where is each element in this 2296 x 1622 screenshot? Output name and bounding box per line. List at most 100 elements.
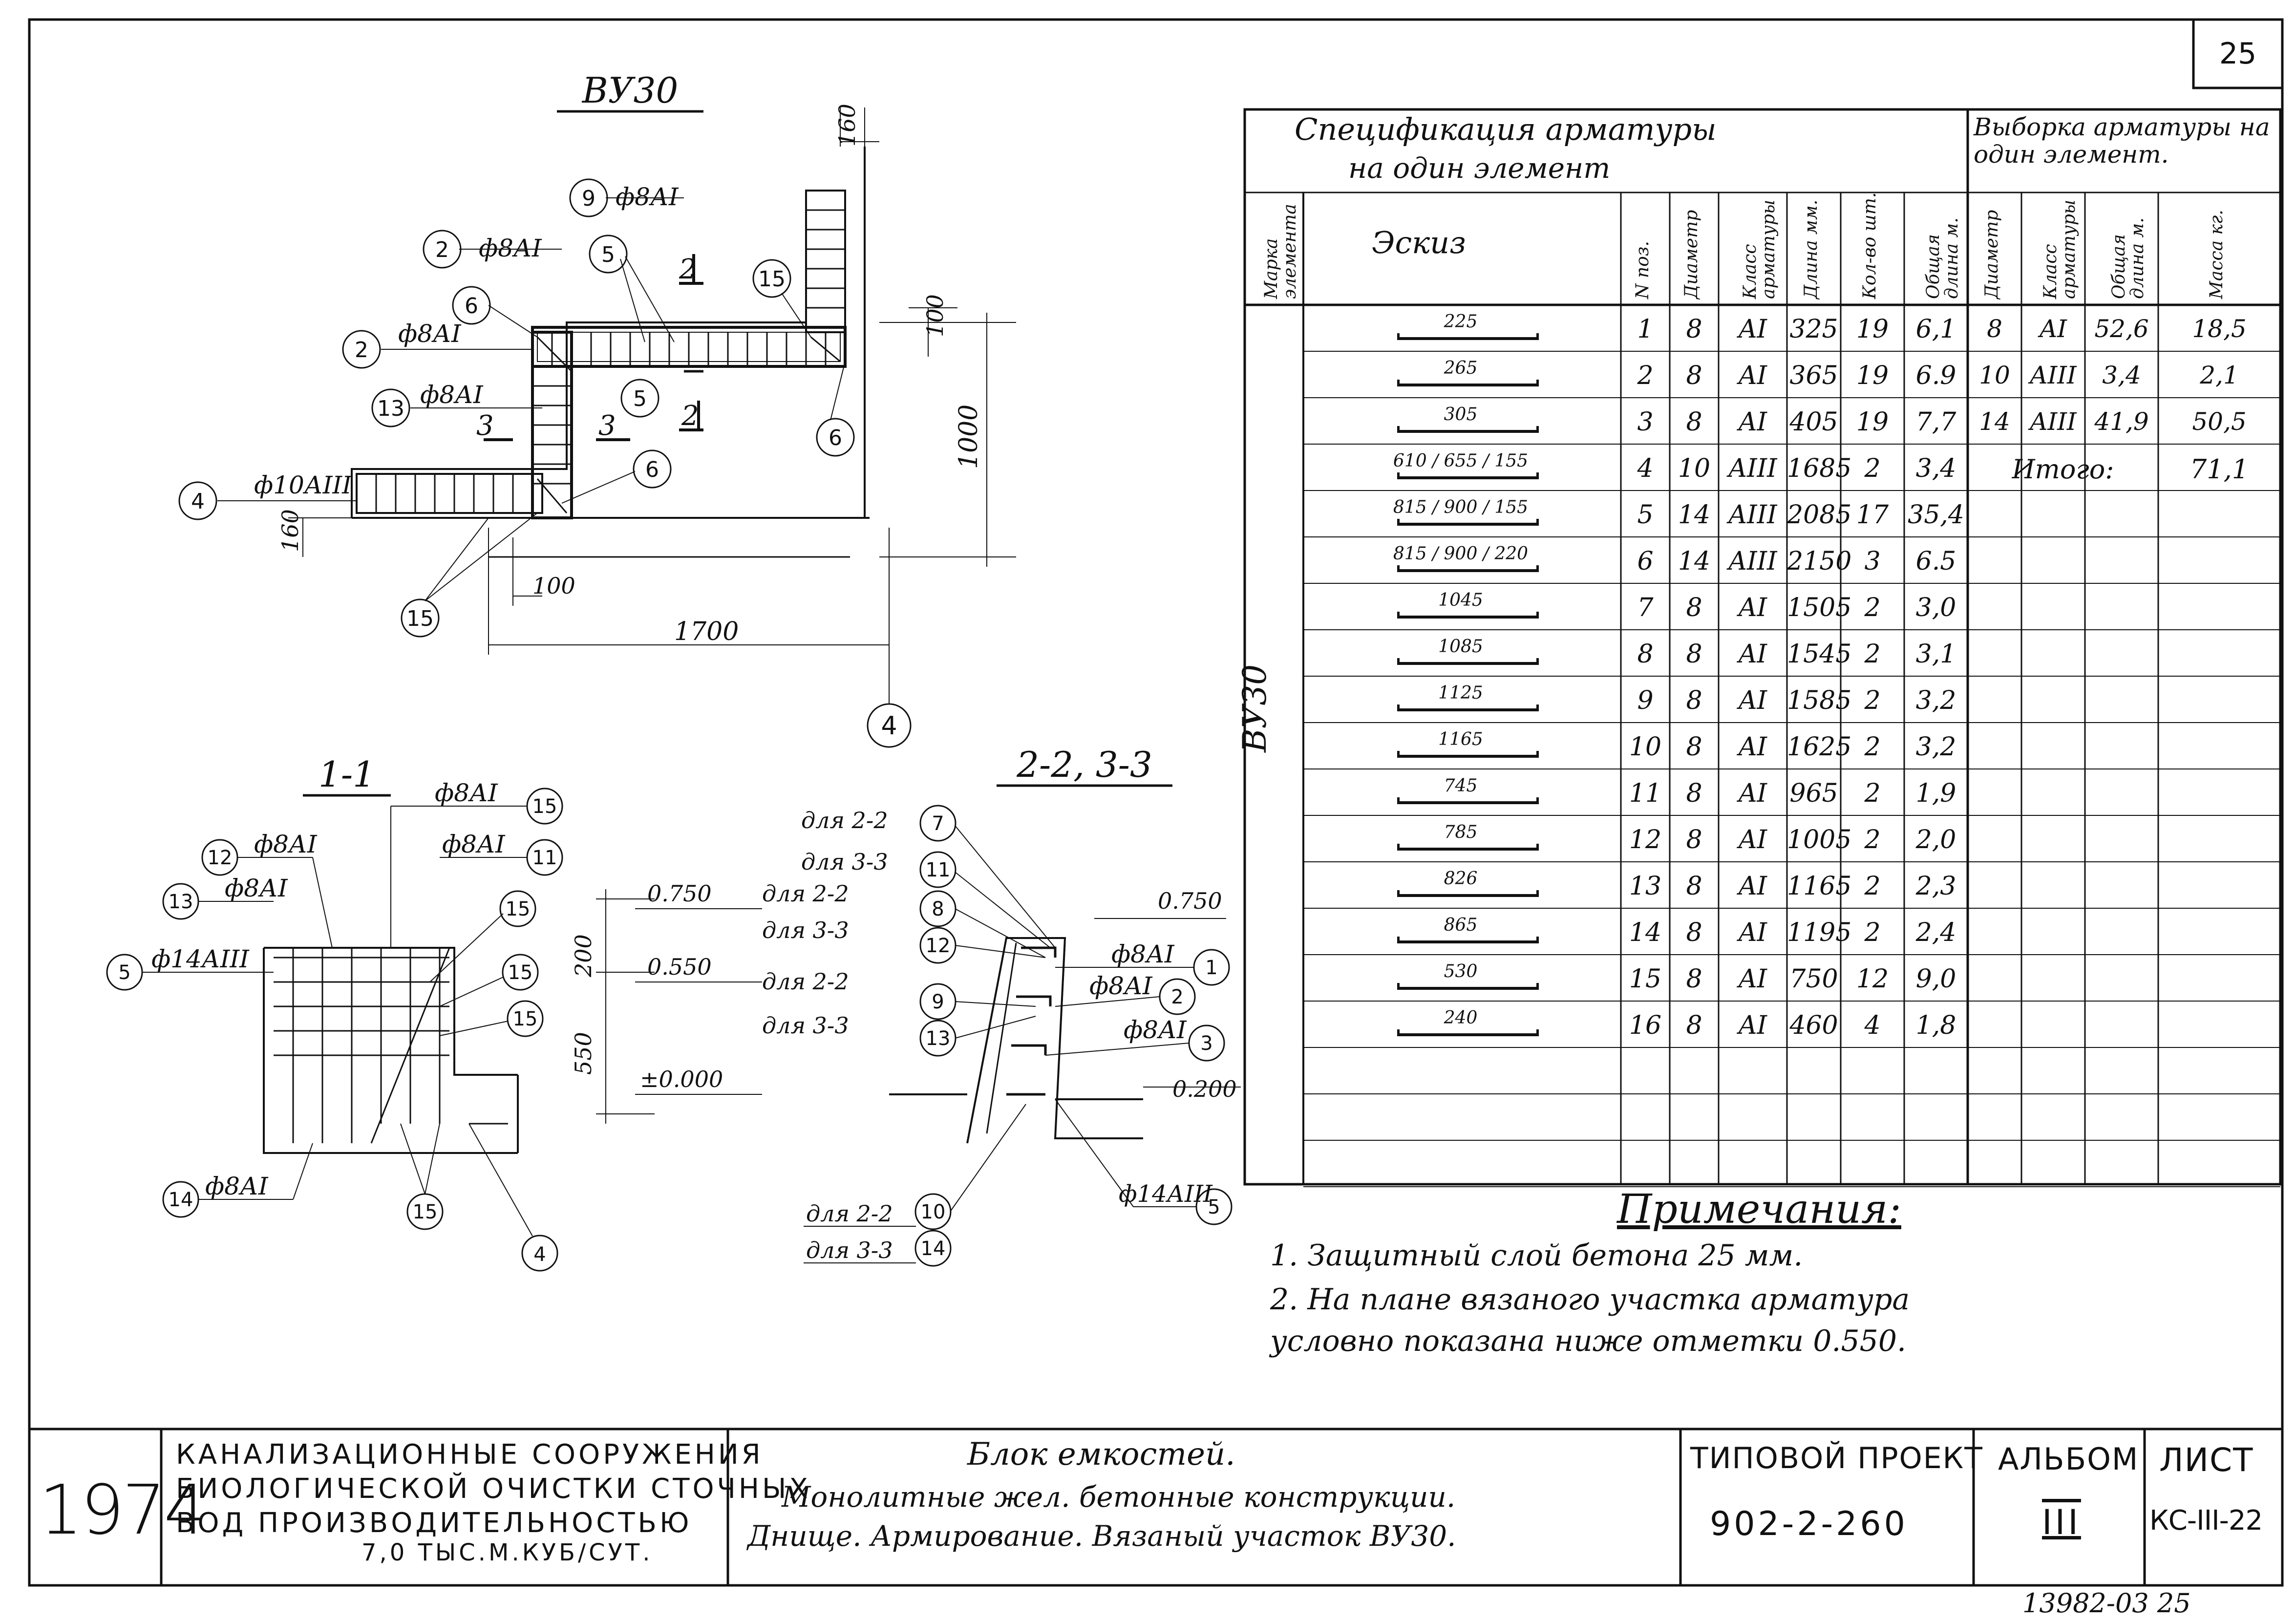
dim-160-left: 160 <box>277 509 303 552</box>
dim-550: 550 <box>570 1032 596 1075</box>
sel-cell-d: 14 <box>1979 407 2010 436</box>
elev-0750-b: 0.750 <box>1158 888 1222 914</box>
cell-len: 1005 <box>1787 825 1852 854</box>
bar-label-f8AI-d: ф8АI <box>420 381 484 409</box>
org-line3: ВОД ПРОИЗВОДИТЕЛЬНОСТЬЮ <box>176 1507 692 1539</box>
cell-d: 8 <box>1686 315 1702 344</box>
svg-text:9: 9 <box>932 991 944 1013</box>
bar-label-f8AI-b: ф8АI <box>616 183 679 211</box>
sheet-label: ЛИСТ <box>2159 1441 2254 1479</box>
cell-len: 750 <box>1789 964 1838 994</box>
cell-qty: 19 <box>1856 315 1889 344</box>
sheet-number: 25 <box>2219 37 2256 71</box>
spec-title-line2: на один элемент <box>1348 151 1611 185</box>
title-year: 1974 <box>39 1471 207 1550</box>
project-number: 902-2-260 <box>1710 1505 1908 1543</box>
total-label: Итого: <box>2012 454 2114 485</box>
rebar-sketch <box>1397 472 1539 479</box>
sketch-dimension: 1165 <box>1438 729 1483 749</box>
cell-pos: 10 <box>1629 732 1662 762</box>
cell-qty: 2 <box>1864 779 1881 808</box>
cell-pos: 8 <box>1637 640 1654 669</box>
cell-cls: AI <box>1738 825 1767 854</box>
svg-text:5: 5 <box>1208 1196 1220 1218</box>
cell-pos: 6 <box>1637 547 1654 576</box>
cell-pos: 14 <box>1629 918 1662 947</box>
cell-cls: AI <box>1738 964 1767 994</box>
cell-len: 405 <box>1789 407 1838 437</box>
rebar-sketch <box>1397 658 1539 665</box>
total-value: 71,1 <box>2190 454 2249 485</box>
spec-title-line1: Спецификация арматуры <box>1295 111 1717 147</box>
sheet-code: КС-III-22 <box>2149 1505 2263 1537</box>
footer-code: 13982-03 25 <box>2022 1588 2191 1619</box>
cell-d: 8 <box>1686 825 1702 854</box>
svg-text:15: 15 <box>508 961 533 984</box>
note-2b: условно показана ниже отметки 0.550. <box>1270 1324 1907 1358</box>
svg-text:11: 11 <box>532 847 557 869</box>
cell-d: 8 <box>1686 872 1702 901</box>
sheet-number-box <box>2192 18 2284 89</box>
svg-text:15: 15 <box>406 606 434 631</box>
svg-text:5: 5 <box>633 386 647 411</box>
cell-qty: 12 <box>1856 964 1889 994</box>
sketch-dimension: 815 / 900 / 220 <box>1393 544 1529 564</box>
cell-qty: 2 <box>1864 825 1881 854</box>
rebar-sketch <box>1397 704 1539 711</box>
svg-text:4: 4 <box>191 489 205 514</box>
cell-d: 8 <box>1686 918 1702 947</box>
cell-total: 1,9 <box>1915 779 1956 808</box>
elev-0750: 0.750 <box>647 880 712 907</box>
svg-text:15: 15 <box>513 1008 538 1030</box>
sel-cell-mass: 18,5 <box>2192 315 2247 343</box>
svg-text:4: 4 <box>881 711 897 741</box>
cell-total: 2,4 <box>1915 918 1956 947</box>
callout-dla22-a: для 2-2 <box>801 807 888 833</box>
s22-bar-f8AI-2: ф8АI <box>1089 972 1153 1000</box>
s11-bar-f8AI-15: ф8АI <box>435 779 498 807</box>
cell-qty: 2 <box>1864 454 1881 483</box>
section-mark-3-left: 3 <box>476 410 494 442</box>
rebar-sketch <box>1397 890 1539 897</box>
rebar-sketch <box>1397 333 1539 340</box>
cell-total: 1,8 <box>1915 1011 1956 1040</box>
cell-pos: 11 <box>1629 779 1662 808</box>
s22-bar-f8AI-3: ф8АI <box>1124 1016 1187 1044</box>
notes-title: Примечания: <box>1617 1186 1901 1233</box>
svg-text:2: 2 <box>435 237 449 262</box>
column-header-4: Класс арматуры <box>1740 199 1779 299</box>
svg-text:13: 13 <box>926 1027 951 1050</box>
cell-cls: AI <box>1738 593 1767 622</box>
cell-pos: 12 <box>1629 825 1662 854</box>
cell-total: 3,0 <box>1915 593 1956 622</box>
cell-len: 1545 <box>1787 640 1852 669</box>
svg-text:12: 12 <box>926 935 951 957</box>
sel-cell-mass: 50,5 <box>2192 407 2247 436</box>
cell-total: 6.9 <box>1915 361 1956 390</box>
cell-cls: AI <box>1738 732 1767 762</box>
cell-pos: 9 <box>1637 686 1654 715</box>
svg-text:8: 8 <box>932 898 944 920</box>
elev-0200: 0.200 <box>1172 1076 1237 1102</box>
cell-d: 8 <box>1686 407 1702 437</box>
sel-cell-total: 52,6 <box>2094 315 2149 343</box>
album-number: III <box>2042 1502 2081 1542</box>
main-view: ВУ30 <box>178 70 1016 748</box>
selection-title: Выборка арматуры на один элемент. <box>1974 113 2270 169</box>
org-line1: КАНАЛИЗАЦИОННЫЕ СООРУЖЕНИЯ <box>176 1439 764 1471</box>
rebar-sketch <box>1397 797 1539 804</box>
note-2a: 2. На плане вязаного участка арматура <box>1270 1282 1910 1317</box>
cell-d: 8 <box>1686 686 1702 715</box>
svg-text:6: 6 <box>829 426 842 450</box>
s22-bar-f14AIII: ф14АIII <box>1119 1180 1213 1208</box>
svg-text:15: 15 <box>532 795 557 818</box>
cell-total: 2,0 <box>1915 825 1956 854</box>
cell-cls: AI <box>1738 407 1767 437</box>
cell-total: 3,2 <box>1915 686 1956 715</box>
cell-pos: 13 <box>1629 872 1662 901</box>
project-label: ТИПОВОЙ ПРОЕКТ <box>1690 1441 1983 1475</box>
cell-qty: 2 <box>1864 593 1881 622</box>
elev-0550: 0.550 <box>647 954 712 980</box>
sketch-dimension: 265 <box>1444 358 1478 378</box>
cell-pos: 15 <box>1629 964 1662 994</box>
